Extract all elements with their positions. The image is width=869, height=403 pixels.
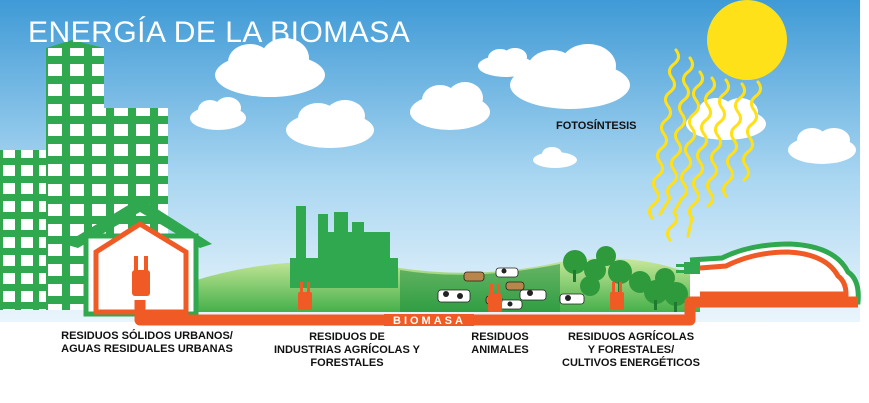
source-caption-industry-waste: RESIDUOS DE INDUSTRIAS AGRÍCOLAS Y FORES… (262, 331, 432, 370)
plug-icon (610, 282, 624, 310)
caption-line: RESIDUOS DE (309, 331, 385, 343)
cows-icon (437, 267, 585, 310)
caption-line: ANIMALES (471, 344, 529, 356)
caption-line: AGUAS RESIDUALES URBANAS (61, 343, 233, 355)
cloud-icon (410, 82, 490, 130)
page-title: ENERGÍA DE LA BIOMASA (28, 16, 411, 49)
trees-icon (563, 246, 688, 306)
sun-rays (647, 48, 763, 242)
cloud-icon (533, 147, 577, 168)
caption-line: Y FORESTALES/ (587, 344, 675, 356)
source-caption-urban-waste: RESIDUOS SÓLIDOS URBANOS/ AGUAS RESIDUAL… (42, 330, 252, 356)
caption-line: INDUSTRIAS AGRÍCOLAS Y (273, 344, 421, 356)
cloud-icon (788, 128, 856, 164)
plug-icon (488, 284, 502, 312)
sun-icon (707, 0, 787, 80)
caption-line: CULTIVOS ENERGÉTICOS (562, 357, 700, 369)
biomass-pipeline (134, 296, 858, 326)
pipeline-label: BIOMASA (393, 315, 466, 327)
cloud-icon (190, 97, 246, 130)
cloud-icon (510, 44, 630, 109)
source-caption-animal-waste: RESIDUOS ANIMALES (460, 331, 540, 357)
car-icon (676, 241, 861, 305)
caption-line: RESIDUOS (471, 331, 529, 343)
cloud-icon (215, 38, 325, 97)
caption-line: RESIDUOS SÓLIDOS URBANOS/ (61, 330, 233, 342)
plug-icon (132, 256, 150, 296)
caption-line: RESIDUOS AGRÍCOLAS (567, 331, 695, 343)
plug-icon (298, 282, 312, 310)
cloud-icon (478, 48, 534, 77)
source-caption-crop-waste: RESIDUOS AGRÍCOLAS Y FORESTALES/ CULTIVO… (556, 331, 706, 370)
cloud-icon (286, 100, 374, 148)
caption-line: FORESTALES (310, 357, 384, 369)
photosynthesis-label: FOTOSÍNTESIS (556, 120, 637, 132)
